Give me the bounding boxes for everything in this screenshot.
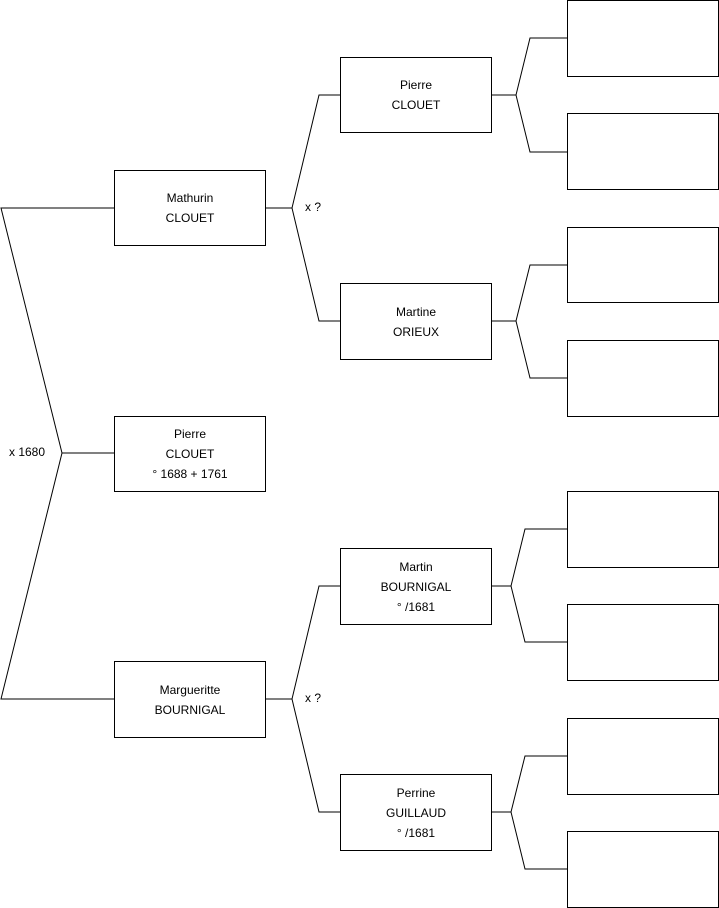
connector-root-father [0,207,114,454]
person-last-name: CLOUET [165,447,215,461]
person-first-name: Martin [399,559,433,574]
empty-ancestor-box[interactable] [567,0,719,77]
person-dates: ° 1688 + 1761 [152,467,228,481]
connector-mother-mother-side [291,698,340,813]
person-box-paternal-grandmother[interactable]: Martine ORIEUX [340,283,492,360]
connector-root-mother [0,452,114,700]
connector-ff-parents [492,37,567,96]
connector-mf-parents-2 [510,585,567,643]
empty-ancestor-box[interactable] [567,604,719,681]
connector-fm-parents [492,264,567,322]
marriage-label-parents: x 1680 [9,445,46,459]
connector-mm-parents-2 [510,811,567,870]
connector-fm-parents-2 [515,320,567,379]
person-last-name: CLOUET [165,211,215,225]
marriage-label-paternal-grandparents: x ? [305,200,322,214]
empty-ancestor-box[interactable] [567,831,719,908]
person-first-name: Pierre [173,427,206,441]
marriage-label-maternal-grandparents: x ? [305,691,322,705]
person-first-name: Pierre [399,78,432,92]
person-box-father[interactable]: Mathurin CLOUET [114,170,266,246]
empty-ancestor-box[interactable] [567,113,719,190]
person-first-name: Martine [395,304,436,319]
connector-ff-parents-2 [515,94,567,153]
empty-ancestor-box[interactable] [567,340,719,417]
empty-ancestor-box[interactable] [567,227,719,303]
person-first-name: Perrine [396,785,436,800]
person-last-name: BOURNIGAL [154,702,226,717]
person-box-paternal-grandfather[interactable]: Pierre CLOUET [340,57,492,133]
connector-father-parents [266,94,340,209]
person-box-maternal-grandmother[interactable]: Perrine GUILLAUD ° /1681 [340,774,492,851]
person-last-name: GUILLAUD [385,805,447,820]
person-dates: ° /1681 [396,599,436,614]
person-last-name: CLOUET [391,98,441,112]
person-first-name: Margueritte [159,682,221,697]
person-box-maternal-grandfather[interactable]: Martin BOURNIGAL ° /1681 [340,548,492,625]
empty-ancestor-box[interactable] [567,491,719,568]
connector-mother-parents [266,585,340,700]
connector-mm-parents [492,755,567,813]
empty-ancestor-box[interactable] [567,718,719,795]
person-dates: ° /1681 [396,825,436,840]
person-box-mother[interactable]: Margueritte BOURNIGAL [114,661,266,738]
person-last-name: BOURNIGAL [380,579,452,594]
person-last-name: ORIEUX [392,324,439,339]
person-box-root[interactable]: Pierre CLOUET ° 1688 + 1761 [114,416,266,492]
connector-father-mother-side [291,207,340,322]
connector-mf-parents [492,528,567,587]
person-first-name: Mathurin [166,191,214,205]
